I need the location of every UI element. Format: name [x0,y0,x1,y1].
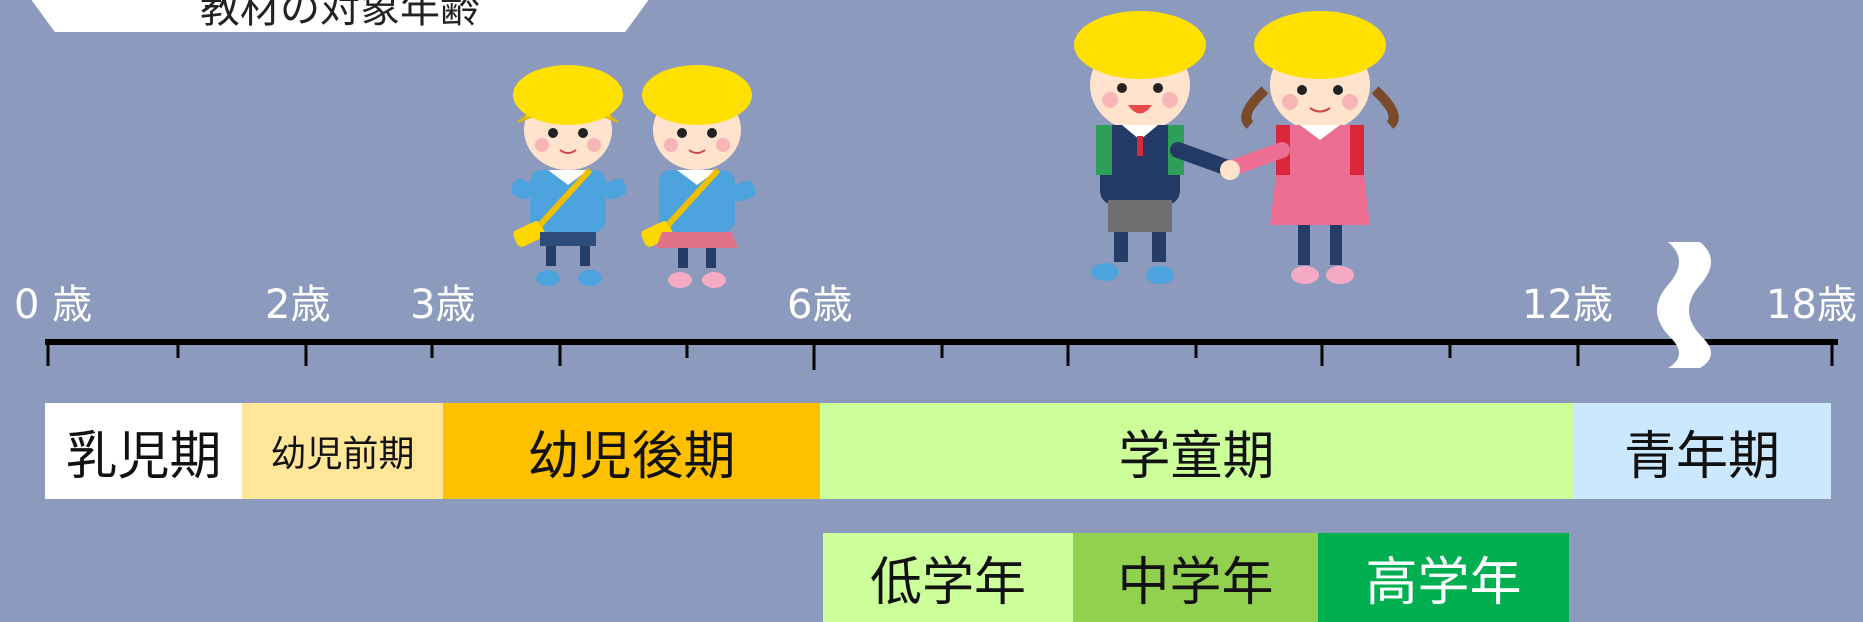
period-late-childhood: 幼児後期 [443,403,820,499]
age-label-12: 12歳 [1522,282,1613,328]
age-label-18: 18歳 [1766,282,1857,328]
period-adolescence: 青年期 [1573,403,1831,499]
period-early-childhood: 幼児前期 [242,403,443,499]
age-label-0: 0 歳 [14,282,93,328]
kindergarten-girl-illustration [641,65,756,288]
grade-middle: 中学年 [1073,533,1318,622]
period-school-age: 学童期 [820,403,1573,499]
title-tab: 教材の対象年齢 [30,0,650,32]
school-girl-illustration [1220,11,1399,284]
diagram-title: 教材の対象年齢 [200,0,480,32]
grade-lower: 低学年 [823,533,1073,622]
kindergarten-boy-illustration [511,65,627,286]
age-label-3: 3歳 [410,282,476,328]
period-infancy: 乳児期 [45,403,242,499]
grade-upper: 高学年 [1318,533,1569,622]
age-label-2: 2歳 [265,282,331,328]
age-label-6: 6歳 [787,282,853,328]
timeline-axis [45,339,1838,370]
school-boy-illustration [1074,11,1236,284]
axis-break-mark [1657,242,1711,368]
